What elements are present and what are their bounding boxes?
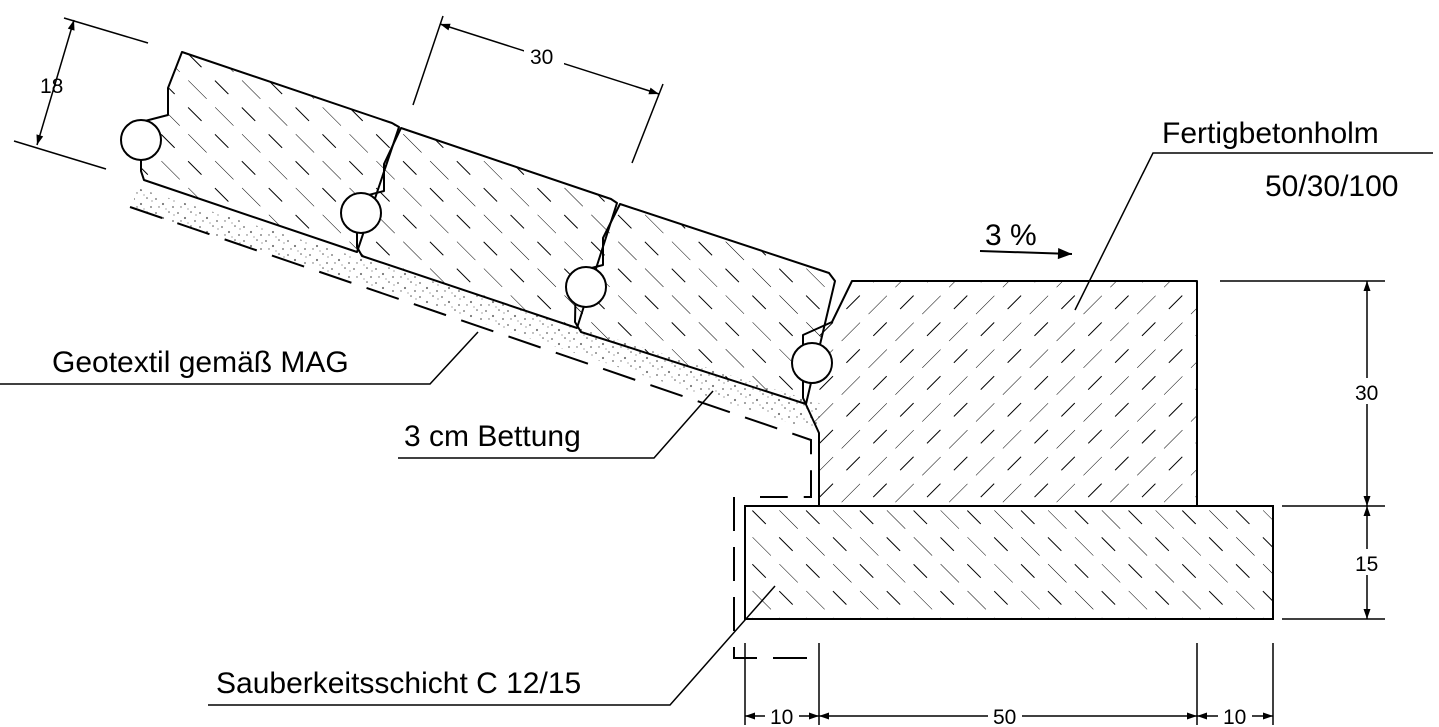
concrete-beam [802,280,1198,507]
paving-stone [120,51,400,253]
beam-height-value: 30 [1355,382,1378,405]
geotextil-label: Geotextil gemäß MAG [52,346,349,379]
geotextile-line-lower [733,497,823,659]
leader-bettung [398,390,714,459]
blinding-layer [744,505,1274,620]
slope-label: 3 % [985,219,1037,252]
stone-length-value: 30 [530,46,553,69]
slope-arrow [979,247,1073,260]
beam-width-value: 50 [993,706,1016,727]
beam-groove [791,342,833,384]
dimension-base-height: 15 [1282,506,1385,620]
dimension-stone-thickness: 18 [13,17,149,170]
dimension-chain-bottom: 10 50 10 [744,643,1274,727]
leader-holm [1074,152,1433,311]
paving-stone [340,127,618,329]
right-offset-value: 10 [1223,706,1246,727]
dimension-beam-height: 30 [1220,280,1385,507]
sauberkeit-label: Sauberkeitsschicht C 12/15 [216,667,581,700]
left-offset-value: 10 [770,706,793,727]
holm-title-label: Fertigbetonholm [1162,117,1379,150]
leader-geotextil [0,331,479,385]
bettung-label: 3 cm Bettung [404,420,581,453]
paving-stone [565,203,836,405]
dimension-stone-length: 30 [412,15,664,164]
holm-size-label: 50/30/100 [1265,170,1398,203]
leader-sauberkeit [208,585,776,706]
geotextile-line [129,206,812,498]
stone-thickness-value: 18 [40,75,63,98]
bedding-layer [134,187,822,432]
base-height-value: 15 [1355,553,1378,576]
